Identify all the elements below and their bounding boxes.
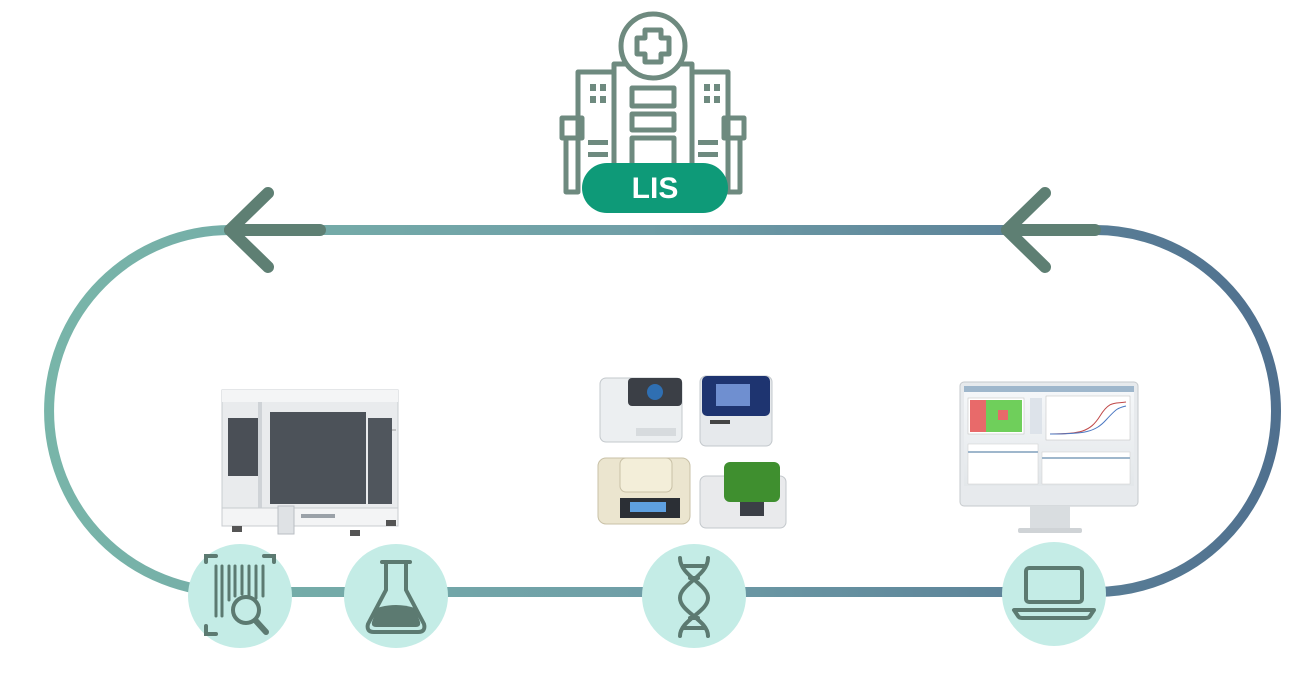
hospital-icon	[559, 11, 747, 195]
lis-label: LIS	[632, 172, 679, 205]
lis-badge	[582, 163, 728, 213]
barcode-search-icon	[204, 554, 276, 636]
stage-pcr	[642, 544, 746, 648]
pcr-instruments-icon	[597, 375, 787, 529]
dna-icon	[677, 556, 711, 638]
monitor-icon	[959, 381, 1139, 533]
stage-analysis	[1002, 542, 1106, 646]
extraction-instrument-icon	[221, 389, 399, 536]
flask-icon	[365, 560, 427, 634]
laptop-icon	[1012, 566, 1096, 620]
stage-barcode-scan	[188, 544, 292, 648]
stage-extraction	[344, 544, 448, 648]
